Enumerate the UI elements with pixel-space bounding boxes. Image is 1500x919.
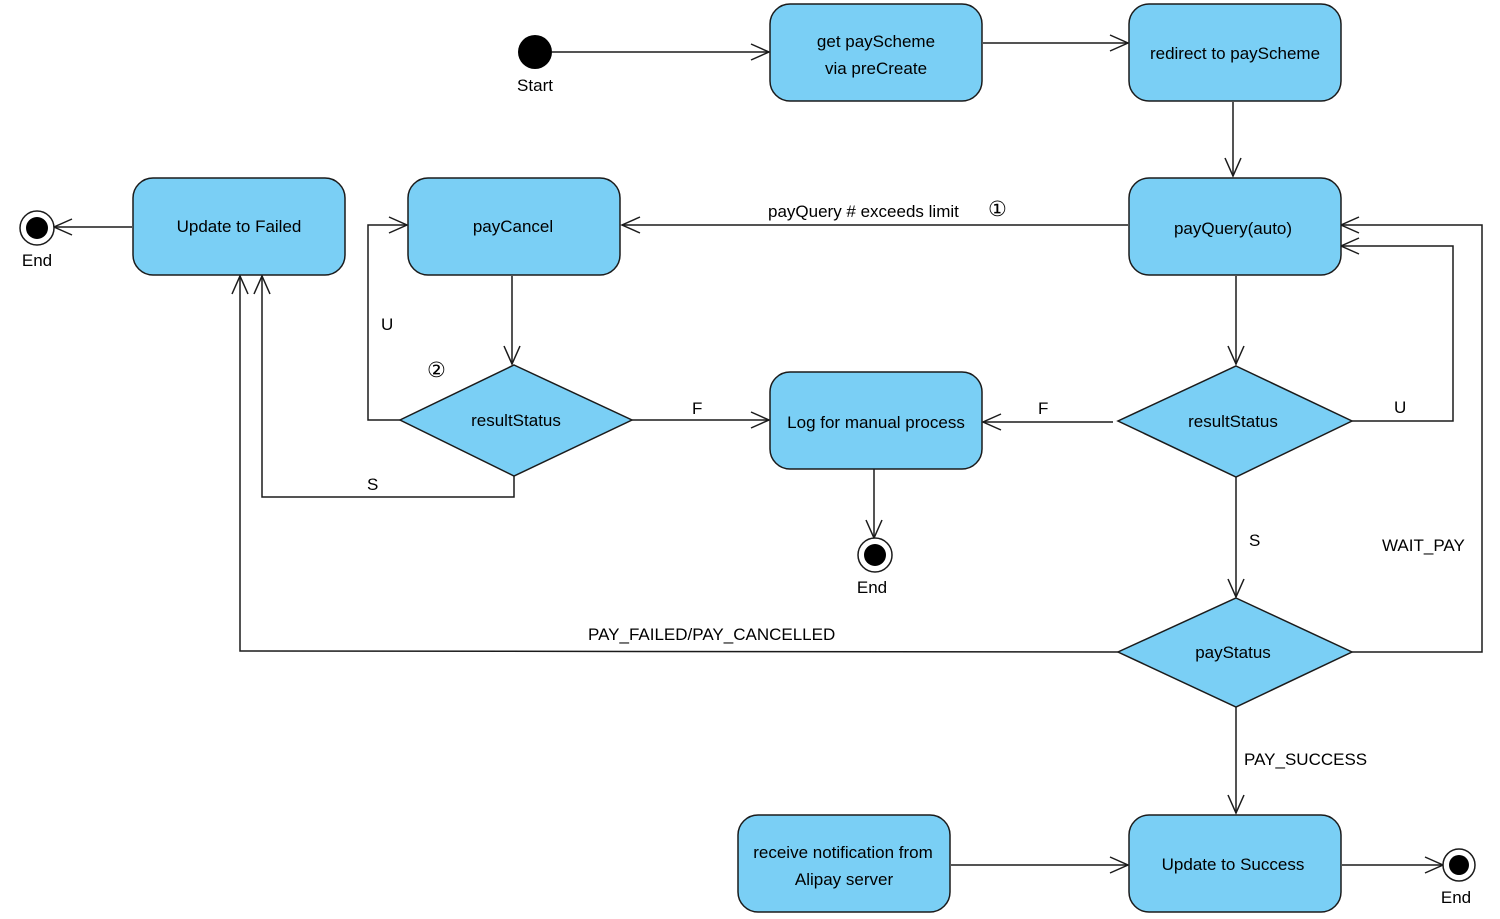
arrowhead [253,274,271,295]
decision-result-status-right-label: resultStatus [1188,412,1278,431]
label-pay-failed: PAY_FAILED/PAY_CANCELLED [588,625,835,644]
decision-result-status-left-label: resultStatus [471,411,561,430]
edge-right-result-u-loop [1341,245,1454,422]
arrowhead [388,216,409,234]
end-label-success: End [1441,888,1471,907]
arrowhead [1109,856,1130,874]
label-right-f: F [1038,399,1048,418]
decision-result-status-right: resultStatus [1116,365,1354,478]
start-node [518,35,552,69]
arrowhead [620,216,641,234]
node-receive-notification-line2: Alipay server [795,870,894,889]
node-update-success: Update to Success [1128,814,1342,913]
start-label: Start [517,76,553,95]
node-receive-notification: receive notification from Alipay server [737,814,951,913]
arrowhead [1227,345,1245,366]
node-log-manual-label: Log for manual process [787,413,965,432]
arrowhead [981,413,1002,431]
label-left-s: S [367,475,378,494]
arrowhead [1109,34,1130,52]
node-log-manual: Log for manual process [769,371,983,470]
edge-left-result-u-loop [367,224,407,421]
arrowhead [503,345,521,366]
label-left-u: U [381,315,393,334]
node-get-pay-scheme-line2: via preCreate [825,59,927,78]
node-pay-query-label: payQuery(auto) [1174,219,1292,238]
label-right-u: U [1394,398,1406,417]
edge-pay-status-failed-to-failed [239,276,1119,653]
node-pay-cancel-label: payCancel [473,217,553,236]
label-marker-2: ② [427,358,446,382]
arrowhead [1227,578,1245,599]
end-label-failed: End [22,251,52,270]
decision-pay-status: payStatus [1116,597,1354,708]
node-redirect-label: redirect to payScheme [1150,44,1320,63]
arrowhead [750,43,771,61]
node-update-success-label: Update to Success [1162,855,1305,874]
label-query-limit: payQuery # exceeds limit [768,202,959,221]
decision-pay-status-label: payStatus [1195,643,1271,662]
node-update-failed: Update to Failed [132,177,346,276]
label-right-s: S [1249,531,1260,550]
arrowhead [1227,794,1245,815]
arrowhead [231,274,249,295]
node-get-pay-scheme: get payScheme via preCreate [769,3,983,102]
node-update-failed-label: Update to Failed [177,217,302,236]
node-receive-notification-line1: receive notification from [753,843,933,862]
edge-left-result-s-to-failed [261,276,515,498]
node-pay-cancel: payCancel [407,177,621,276]
label-left-f: F [692,399,702,418]
end-label-manual: End [857,578,887,597]
end-node-manual [857,537,893,573]
node-pay-query: payQuery(auto) [1128,177,1342,276]
end-node-success [1442,848,1476,882]
node-get-pay-scheme-line1: get payScheme [817,32,935,51]
end-node-failed [19,210,55,246]
arrowhead [750,411,771,429]
label-marker-1: ① [988,197,1007,221]
decision-result-status-left: resultStatus [398,364,634,477]
edge-wait-pay-loop [1341,224,1483,653]
label-wait-pay: WAIT_PAY [1382,536,1465,555]
arrowhead [1224,157,1242,178]
node-redirect: redirect to payScheme [1128,3,1342,102]
label-pay-success: PAY_SUCCESS [1244,750,1367,769]
